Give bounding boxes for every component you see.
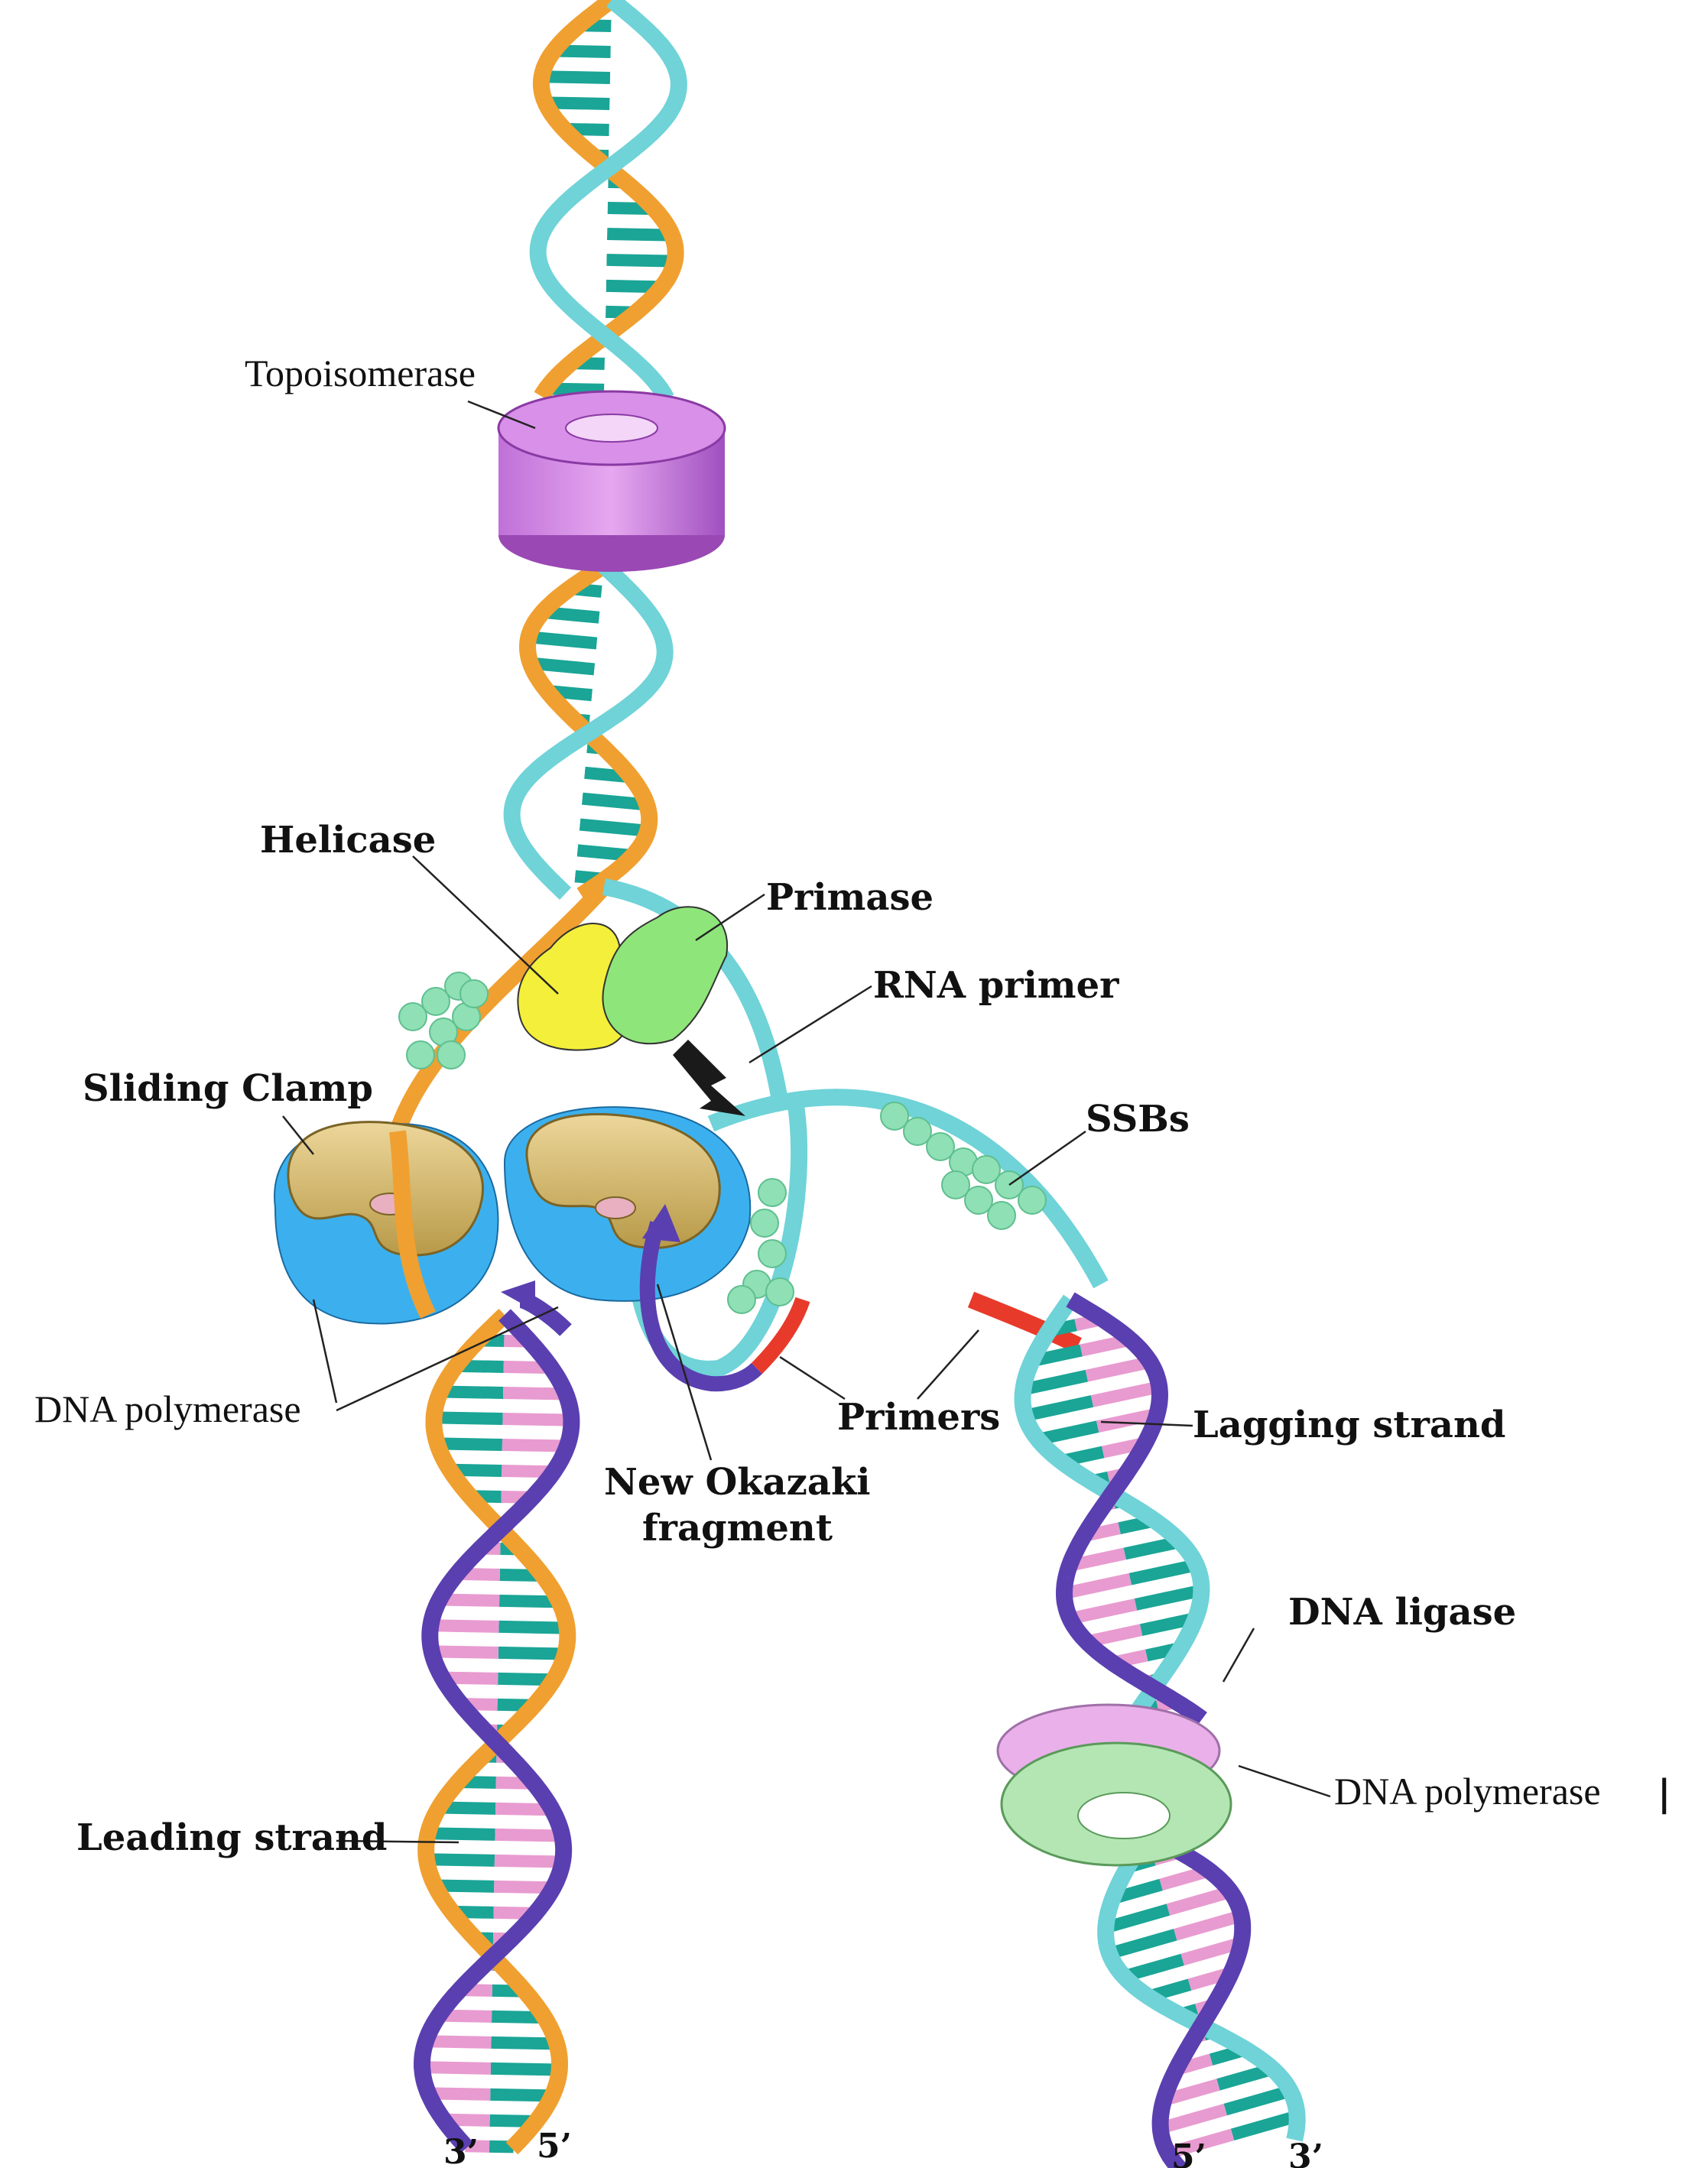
sliding-clamp-label: Sliding Clamp — [83, 1067, 373, 1110]
base-pair-half — [512, 818, 580, 824]
base-pair-half — [491, 2069, 560, 2070]
base-pair-half — [1092, 1387, 1159, 1401]
base-pair-half — [1086, 1362, 1150, 1376]
base-pair-half — [440, 1391, 503, 1393]
base-pair-half — [498, 1653, 565, 1654]
base-pair-half — [1070, 1605, 1136, 1618]
base-pair-half — [502, 1445, 567, 1446]
base-pair-half — [594, 669, 658, 675]
okazaki-fragment-label-line2: fragment — [642, 1507, 833, 1550]
ssb-bead — [437, 1041, 465, 1069]
base-pair-half — [434, 1417, 503, 1419]
leading-5prime-end: 5’ — [537, 2127, 572, 2166]
base-pair-half — [499, 1627, 567, 1628]
base-pair-half — [1232, 2116, 1297, 2134]
ssb-bead — [460, 980, 488, 1008]
primer-direction-arrow — [673, 1040, 745, 1116]
leading-strand-label: Leading strand — [76, 1816, 387, 1859]
base-pair-half — [1130, 1565, 1196, 1579]
base-pair-half — [495, 1861, 563, 1862]
rna-primer-label: RNA primer — [873, 964, 1119, 1007]
base-pair-half — [1135, 1591, 1201, 1605]
base-pair-half — [529, 637, 597, 643]
base-pair-half — [609, 104, 674, 105]
base-pair-half — [430, 1625, 498, 1627]
base-pair-half — [495, 1835, 563, 1836]
ssb-bead — [766, 1278, 794, 1306]
leading-strand-helix — [422, 1315, 571, 2149]
leading-3prime-end: 3’ — [443, 2133, 479, 2168]
topoisomerase-label: Topoisomerase — [245, 352, 476, 394]
base-pair-half — [518, 793, 582, 799]
ssb-bead — [751, 1209, 778, 1237]
base-pair-half — [1025, 1401, 1093, 1416]
base-pair-half — [580, 825, 648, 831]
base-pair-half — [542, 76, 610, 78]
primase-label: Primase — [766, 876, 934, 919]
ssb-bead — [407, 1041, 434, 1069]
base-pair-half — [1226, 2091, 1291, 2109]
dna-ligase-label: DNA ligase — [1288, 1591, 1516, 1634]
dna-polymerase-1-label: DNA polymerase — [1334, 1770, 1601, 1813]
dna-polymerase-label: DNA polymerase — [34, 1387, 301, 1430]
helicase-label: Helicase — [260, 819, 436, 862]
ssb-bead — [758, 1240, 786, 1267]
base-pair-half — [606, 260, 674, 261]
topoisomerase-enzyme — [498, 391, 725, 572]
lagging-3prime-end: 3’ — [1288, 2137, 1323, 2168]
base-pair-half — [503, 1419, 572, 1420]
ssb-bead — [1018, 1186, 1046, 1214]
ssb-bead — [988, 1202, 1015, 1229]
lagging-5prime-end: 5’ — [1171, 2137, 1206, 2168]
lagging-strand-label: Lagging strand — [1193, 1404, 1505, 1446]
base-pair-half — [428, 1833, 495, 1835]
base-pair-half — [1175, 1916, 1241, 1935]
base-pair-half — [538, 258, 606, 260]
primase-enzyme — [602, 907, 727, 1043]
base-pair-half — [610, 78, 678, 80]
ssbs-label: SSBs — [1086, 1098, 1190, 1141]
base-pair-half — [437, 1443, 502, 1445]
primers-label: Primers — [837, 1396, 1000, 1439]
base-pair-half — [542, 232, 607, 234]
base-pair-half — [427, 1859, 495, 1861]
dna-polymerase-1-enzyme — [1002, 1743, 1231, 1865]
dna-polymerase-1-suffix: | — [1658, 1772, 1671, 1815]
okazaki-fragment-label-line1: New Okazaki — [604, 1461, 870, 1504]
base-pair-half — [1161, 2110, 1226, 2128]
base-pair-half — [426, 2041, 492, 2043]
base-pair-half — [492, 2043, 557, 2044]
base-pair-half — [1168, 1892, 1231, 1910]
base-pair-half — [432, 1651, 498, 1653]
ssb-bead — [728, 1286, 755, 1313]
base-pair-half — [597, 644, 665, 650]
backbone-strand — [538, 0, 679, 399]
base-pair-half — [1064, 1579, 1130, 1594]
base-pair-half — [422, 2067, 491, 2069]
ssb-bead — [758, 1179, 786, 1206]
base-pair-half — [1109, 1935, 1175, 1954]
